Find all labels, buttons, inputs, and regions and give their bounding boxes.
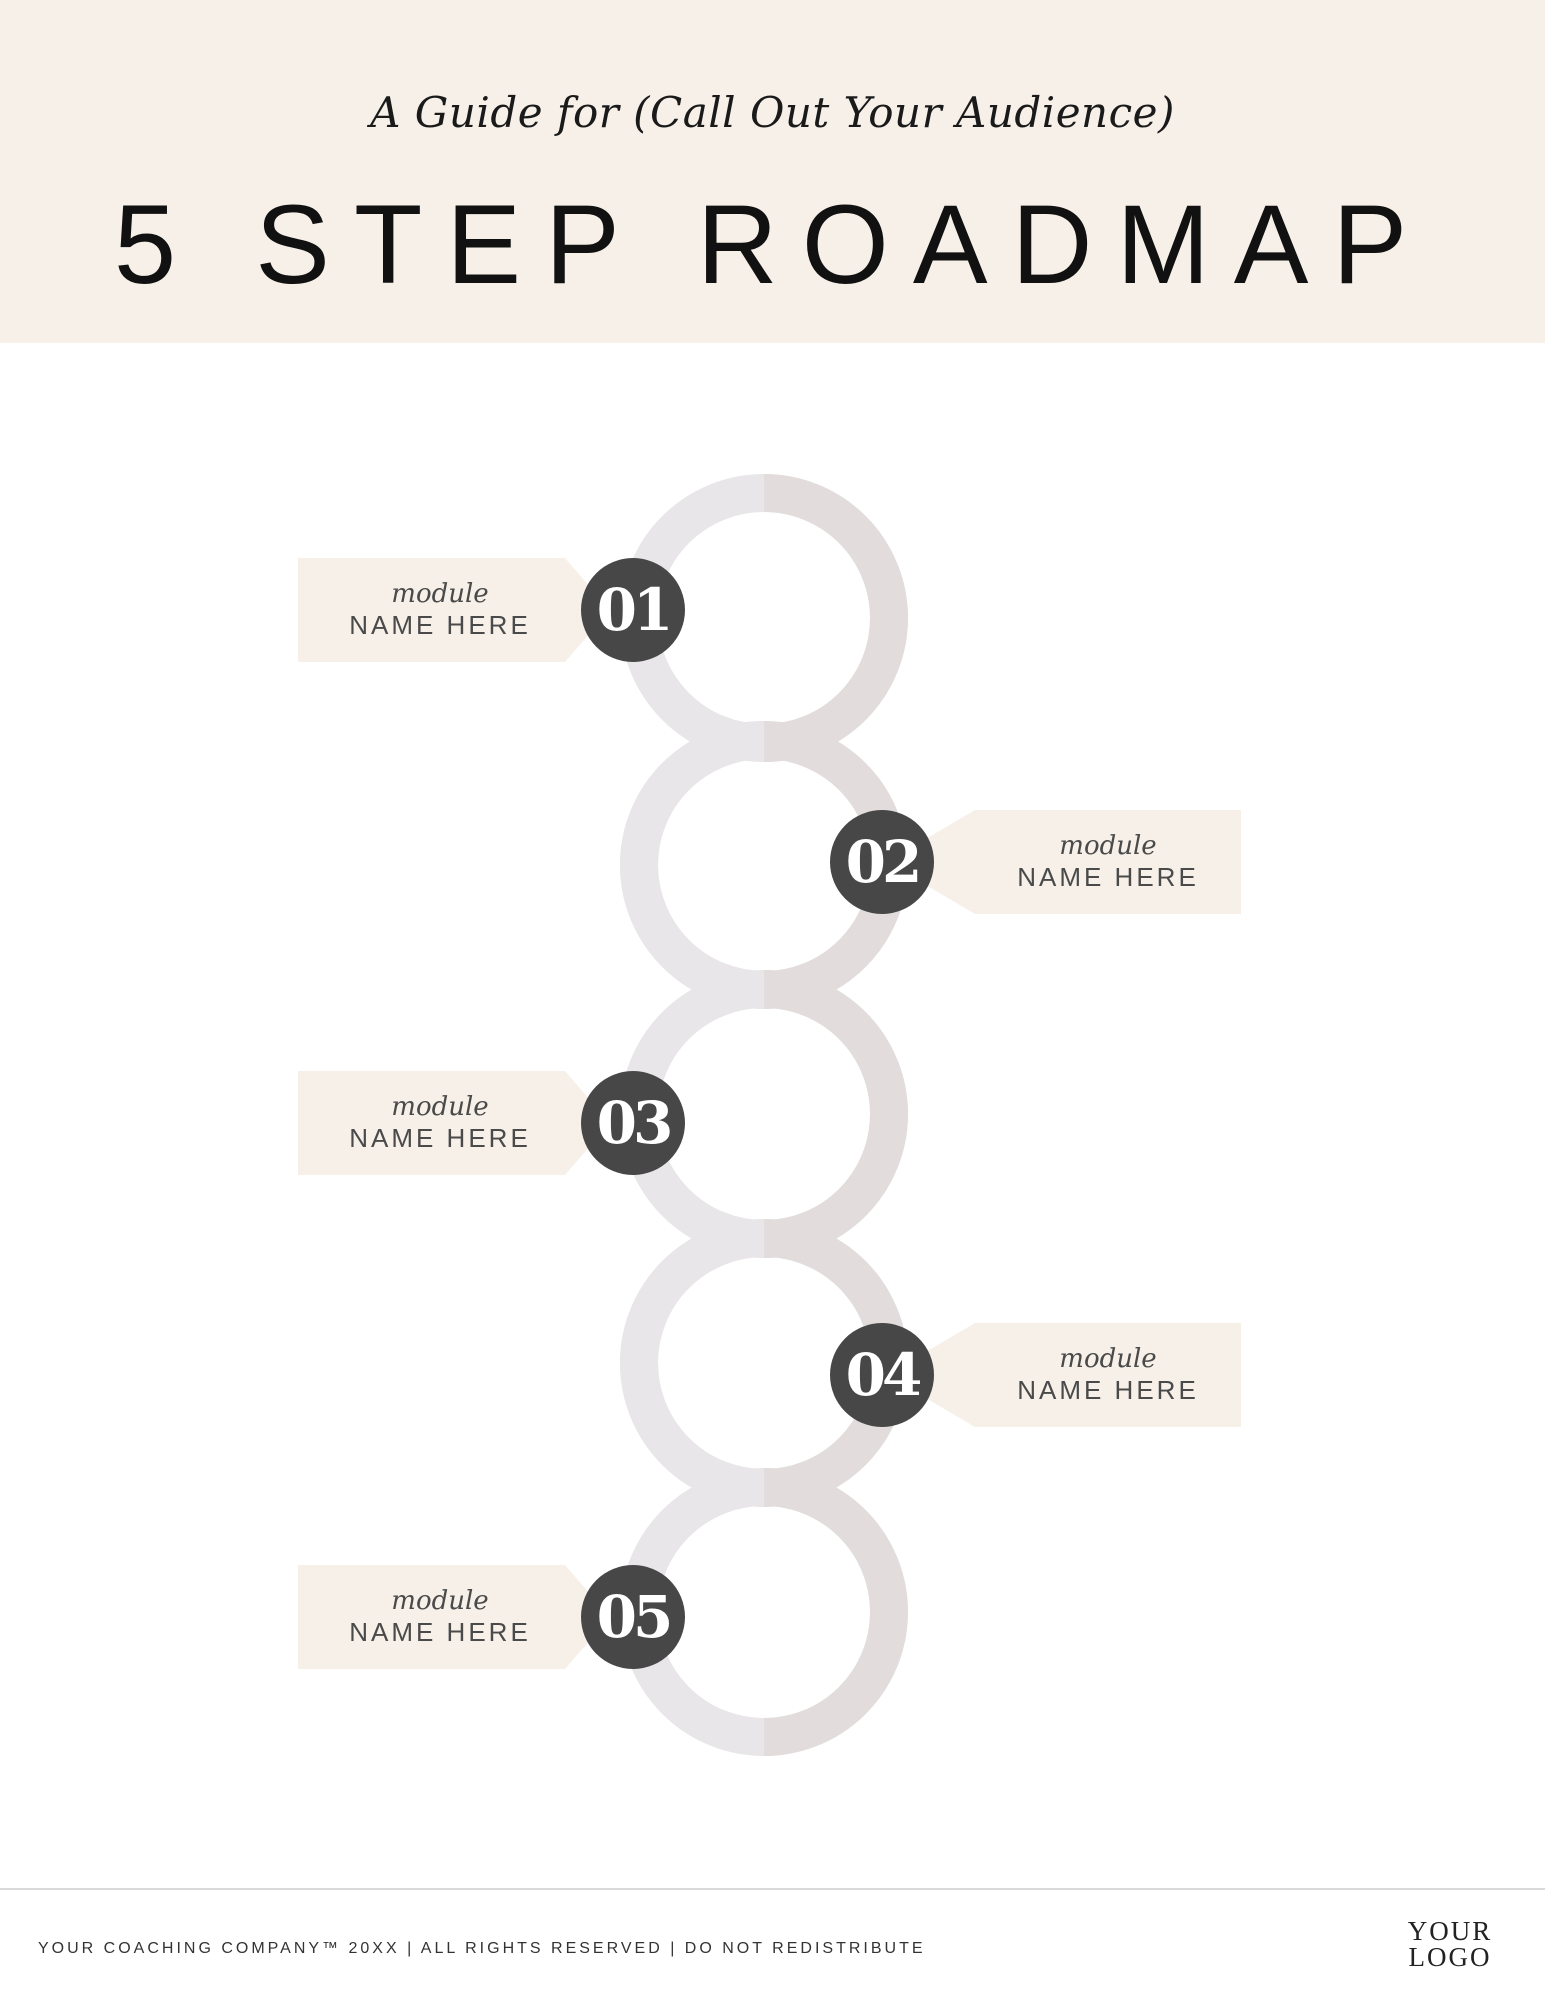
step-number-badge [581,1565,685,1669]
footer-copyright: YOUR COACHING COMPANY™ 20XX | ALL RIGHTS… [38,1940,926,1957]
roadmap-badges [581,558,934,1669]
step-label-shape [298,1565,591,1669]
roadmap-ring-shade [763,474,908,762]
step-kicker: module [391,1586,489,1616]
step-label-shape [298,558,591,662]
step-kicker: module [391,1092,489,1122]
step-number: 04 [845,1341,923,1409]
footer-divider [0,1888,1545,1890]
header-band [0,0,1545,343]
logo: YOUR LOGO [1380,1916,1520,1972]
roadmap-diagram [298,474,1241,1756]
step-kicker: module [391,579,489,609]
roadmap-ring-shade [763,1468,908,1756]
step-name: NAME HERE [1017,862,1199,892]
step-kicker: module [1059,831,1157,861]
page-title: 5 STEP ROADMAP [113,182,1432,307]
step-number: 05 [596,1583,674,1651]
page-subtitle: A Guide for (Call Out Your Audience) [370,88,1175,137]
step-kicker: module [1059,1344,1157,1374]
logo-line-2: LOGO [1408,1942,1492,1972]
step-name: NAME HERE [349,1617,531,1647]
step-label-shape [924,1323,1241,1427]
step-number: 01 [596,576,674,644]
step-name: NAME HERE [349,610,531,640]
roadmap-label-shapes [298,558,1241,1669]
step-name: NAME HERE [349,1123,531,1153]
step-label-shape [298,1071,591,1175]
roadmap-ring-shade [620,721,765,1009]
step-number-badge [830,1323,934,1427]
step-name: NAME HERE [1017,1375,1199,1405]
step-label-shape [924,810,1241,914]
roadmap-ring-shade [620,1219,765,1507]
logo-line-1: YOUR [1407,1916,1493,1946]
step-number-badge [581,1071,685,1175]
step-number-badge [581,558,685,662]
step-number: 02 [845,828,923,896]
step-number-badge [830,810,934,914]
step-number: 03 [596,1089,674,1157]
roadmap-ring-shade [763,970,908,1258]
